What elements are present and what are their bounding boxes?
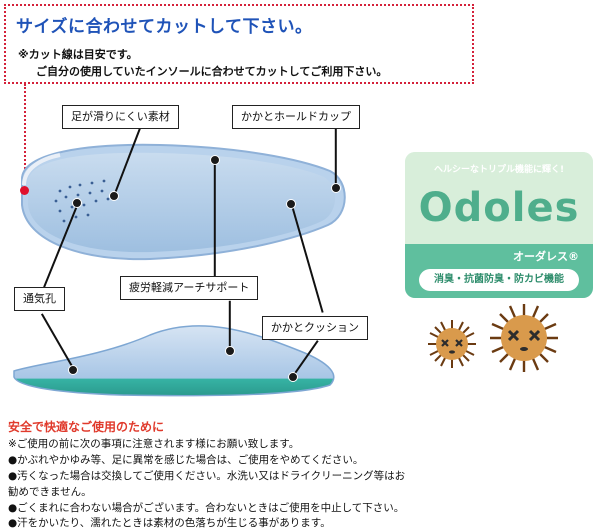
germ-icon-large <box>490 304 558 372</box>
germ-icon-small <box>428 320 476 368</box>
callout-heel-cup: かかとホールドカップ <box>232 105 360 129</box>
insole-top-view <box>21 143 346 261</box>
marker-heel-low <box>288 372 298 382</box>
callout-arch-support: 疲労軽減アーチサポート <box>120 276 259 300</box>
leader-heel-cup <box>335 128 337 185</box>
cut-notice-line-2: ご自分の使用していたインソールに合わせてカットしてご利用下さい。 <box>36 65 388 78</box>
safety-line: ●かぶれやかゆみ等、足に異常を感じた場合は、ご使用をやめてください。 <box>8 454 364 466</box>
leader-arch-top <box>214 160 216 277</box>
odoles-logo: Odoles <box>418 185 580 231</box>
cut-notice-box: サイズに合わせてカットして下さい。 ※カット線は目安です。 ご自分の使用していた… <box>4 4 474 84</box>
safety-title: 安全で快適なご使用のために <box>8 420 165 434</box>
safety-line: ●ごくまれに合わない場合がございます。合わないときはご使用を中止して下さい。 <box>8 502 405 514</box>
marker-non-slip <box>109 191 119 201</box>
marker-arch-low <box>225 346 235 356</box>
badge-tagline: ヘルシーなトリプル機能に輝く! <box>433 165 565 175</box>
odoles-badge: ヘルシーなトリプル機能に輝く! Odoles オーダレス® 消臭・抗菌防臭・防カ… <box>405 152 593 298</box>
marker-heel-cup <box>331 183 341 193</box>
badge-katakana: オーダレス® <box>513 250 579 263</box>
safety-line: ●汗をかいたり、濡れたときは素材の色落ちが生じる事があります。 <box>8 517 331 529</box>
marker-vents-top <box>72 198 82 208</box>
marker-arch-top <box>210 155 220 165</box>
insole-side-view <box>13 325 335 397</box>
badge-functions: 消臭・抗菌防臭・防カビ機能 <box>419 269 579 291</box>
cut-guide-line <box>24 84 26 192</box>
leader-arch-low <box>229 300 231 353</box>
safety-line: ※ご使用の前に次の事項に注意されます様にお願い致します。 <box>8 438 300 450</box>
marker-heel-top <box>286 199 296 209</box>
cut-guide-dot <box>20 186 29 195</box>
safety-line: 勧めできません。 <box>8 486 92 498</box>
callout-non-slip: 足が滑りにくい素材 <box>62 105 179 129</box>
callout-heel-cushion: かかとクッション <box>262 316 368 340</box>
badge-top <box>405 152 593 244</box>
cut-notice-headline: サイズに合わせてカットして下さい。 <box>16 17 313 37</box>
safety-line: ●汚くなった場合は交換してご使用ください。水洗い又はドライクリーニング等はお <box>8 470 406 482</box>
insole-illustration <box>13 143 346 397</box>
cut-notice-line-1: ※カット線は目安です。 <box>18 48 138 61</box>
callout-vents: 通気孔 <box>14 287 65 311</box>
marker-vents-low <box>68 365 78 375</box>
